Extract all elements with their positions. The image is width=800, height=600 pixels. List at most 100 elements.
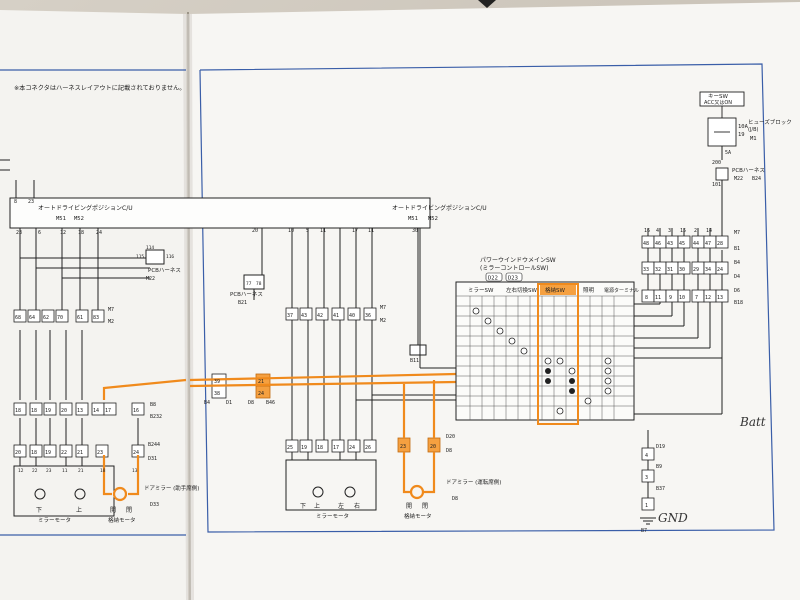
- left-row3-pin-7: 24: [133, 450, 139, 456]
- left-pcb-pin-1: 114: [146, 245, 154, 251]
- left-dir-down: 下: [36, 507, 42, 514]
- right-row1-pin-6: 36: [365, 313, 371, 319]
- right-row1-pin-3: 42: [317, 313, 323, 319]
- left-row2-pin-8: 16: [133, 408, 139, 414]
- left-pcb-pin-3: 116: [166, 254, 174, 260]
- left-row1-pin-6: 83: [93, 315, 99, 321]
- right-dir-right: 右: [354, 502, 360, 510]
- mid-pcb-pin-2: 78: [256, 281, 262, 287]
- right-dir-down: 下: [300, 503, 306, 510]
- left-row2-pin-7: 17: [105, 408, 111, 414]
- svg-text:32: 32: [655, 267, 661, 273]
- svg-text:B37: B37: [656, 486, 665, 492]
- mid-junction-tag-2: D1: [226, 400, 232, 406]
- left-door-mirror-label: ドアミラー (助手席側): [144, 484, 199, 492]
- right-row2-tag-2: D8: [446, 448, 452, 454]
- right-fold-dir-close: 閉: [422, 503, 428, 510]
- svg-text:28: 28: [717, 241, 723, 247]
- right-ecu-pin-1: 10: [288, 228, 294, 234]
- right-fold-motor-label: 格納モータ: [404, 512, 432, 520]
- right-ecu-pin-4: 17: [352, 228, 358, 234]
- switch-header-mirror: ミラーSW: [468, 287, 494, 294]
- right-door-mirror-label: ドアミラー (運転席側): [446, 478, 501, 486]
- switch-header-lr: 左右切換SW: [506, 286, 537, 294]
- mid-orange-tag-1: D8: [248, 400, 254, 406]
- left-connector-row3: [13, 444, 145, 458]
- right-dir-up: 上: [314, 502, 320, 510]
- left-row1-pin-2: 64: [29, 315, 35, 321]
- left-row3-pin-3: 19: [45, 450, 51, 456]
- left-ecu-pin-1: 23: [16, 230, 22, 236]
- right-ecu-pin-5: 11: [368, 228, 374, 234]
- svg-text:15: 15: [680, 228, 686, 234]
- left-fold-motor-highlight: [102, 378, 187, 502]
- svg-text:48: 48: [643, 241, 649, 247]
- svg-text:3: 3: [645, 475, 648, 481]
- left-row2-pin-2: 18: [31, 408, 37, 414]
- svg-text:1: 1: [645, 503, 648, 509]
- mid-pcb-pin-1: 77: [246, 281, 252, 287]
- far-right-connector-row2: [641, 261, 729, 275]
- mid-circuit: [243, 228, 456, 511]
- right-ground-id: B11: [410, 358, 419, 364]
- left-bottom-pin-3: 23: [46, 468, 52, 474]
- right-row2-pin-5: 24: [349, 445, 355, 451]
- left-row1-pin-1: 68: [15, 315, 21, 321]
- left-dir-up: 上: [76, 506, 82, 514]
- left-row1-pin-5: 61: [77, 315, 83, 321]
- left-row3-tag-2: D31: [148, 456, 157, 462]
- right-row1-tag-2: M2: [380, 318, 386, 324]
- right-row2-pin-4: 17: [333, 445, 339, 451]
- left-fold-dir-close: 閉: [126, 507, 132, 514]
- right-row1-pin-2: 43: [301, 313, 307, 319]
- svg-text:13: 13: [717, 295, 723, 301]
- switch-connector-2: D23: [508, 276, 518, 282]
- left-page: [0, 10, 188, 600]
- left-bottom-pin-5: 21: [78, 468, 84, 474]
- right-fold-dir-open: 開: [406, 503, 412, 510]
- far-right-labels: 16 4 3 15 2 14 48 46 43 45 44 47 33 32 3…: [641, 228, 743, 534]
- svg-text:3: 3: [668, 228, 671, 234]
- svg-text:4: 4: [656, 228, 659, 234]
- left-connector-row1: [13, 309, 105, 323]
- right-ecu-title: オートドライビングポジションC/U: [392, 204, 487, 212]
- mid-junction-tag-1: B4: [204, 400, 210, 406]
- right-row1-pin-5: 40: [349, 313, 355, 319]
- mid-orange-pin-2: 24: [258, 391, 264, 397]
- left-row3-pin-6: 23: [97, 450, 103, 456]
- orange-junction-connector: [255, 373, 441, 453]
- mid-junction-pin-2: 38: [214, 391, 220, 397]
- left-bottom-pin-7: 13: [132, 468, 138, 474]
- left-row2-tag-2: B232: [150, 414, 162, 420]
- fuse-pin-200: 200: [712, 160, 721, 166]
- right-row2-pin-3: 18: [317, 445, 323, 451]
- left-ecu-pin-5: 24: [96, 230, 102, 236]
- switch-header-light: 照明: [583, 287, 595, 294]
- left-ecu-pin-4: 18: [78, 230, 84, 236]
- svg-text:34: 34: [705, 267, 711, 273]
- right-door-mirror-id: D8: [452, 496, 458, 502]
- left-motor-label: ミラーモータ: [38, 516, 71, 524]
- left-ecu-pin-2: 6: [38, 230, 41, 236]
- svg-text:31: 31: [667, 267, 673, 273]
- left-row3-pin-2: 18: [31, 450, 37, 456]
- svg-text:B4: B4: [734, 260, 740, 266]
- switch-connector-1: D22: [488, 276, 498, 282]
- fuse-pcb-id-1: M22: [734, 176, 743, 182]
- left-row2-pin-1: 18: [15, 408, 21, 414]
- svg-text:D4: D4: [734, 274, 740, 280]
- ground-connector-stack: [641, 447, 655, 511]
- page-frame: [0, 63, 775, 536]
- left-fold-motor-label: 格納モータ: [108, 516, 136, 524]
- mid-connector-row2: [285, 439, 377, 453]
- left-row1-pin-4: 70: [57, 315, 63, 321]
- left-row3-pin-5: 21: [77, 450, 83, 456]
- fuse-rating: 10A: [738, 124, 749, 130]
- svg-text:2: 2: [694, 228, 697, 234]
- svg-text:30: 30: [679, 267, 685, 273]
- left-fold-dir-open: 開: [110, 507, 116, 514]
- left-door-mirror-id: D33: [150, 502, 159, 508]
- svg-text:B18: B18: [734, 300, 743, 306]
- right-row1-tag-1: M7: [380, 305, 386, 311]
